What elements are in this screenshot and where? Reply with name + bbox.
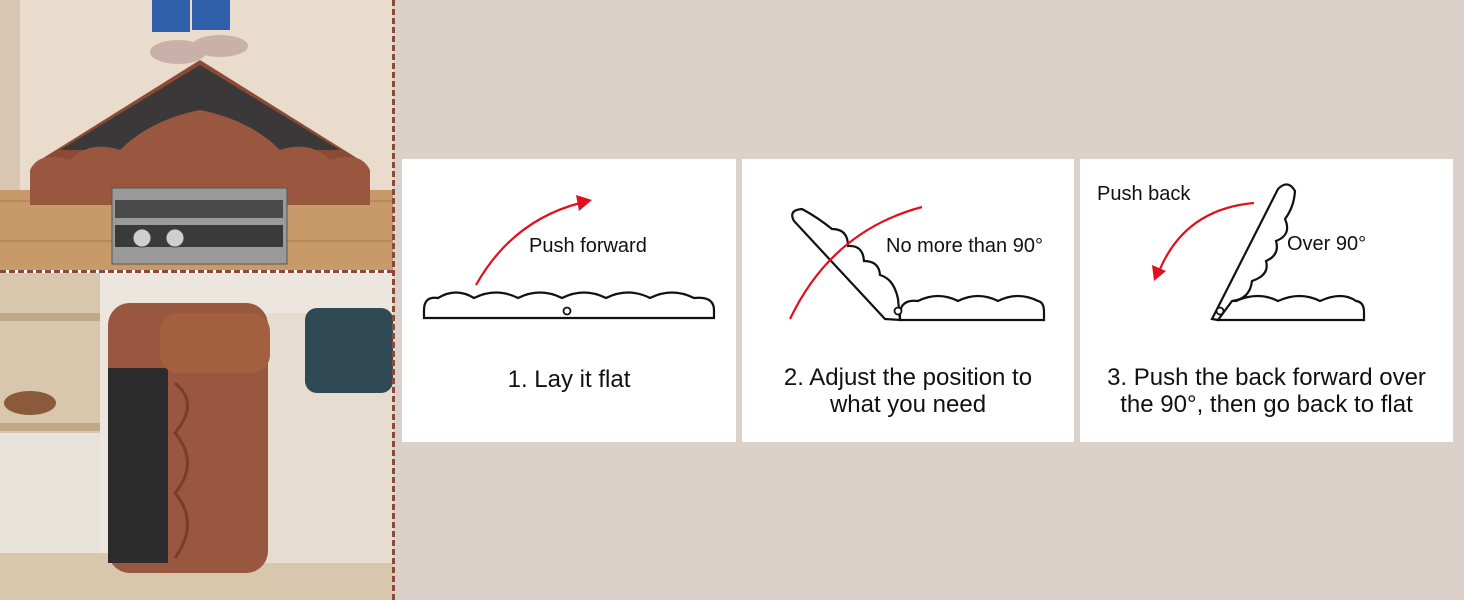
step-3-panel: Push back Over 90° 3. Push the back forw… — [1080, 159, 1453, 442]
cushion-outline-icon — [898, 294, 1046, 322]
hinge-icon — [893, 306, 903, 316]
step-1-panel: Push forward 1. Lay it flat — [402, 159, 736, 442]
step-1-caption: 1. Lay it flat — [507, 366, 631, 393]
step-1-diagram — [422, 195, 716, 320]
step-2-panel: No more than 90° 2. Adjust the position … — [742, 159, 1074, 442]
photo-folded-cushion — [0, 273, 393, 600]
hinge-icon — [1215, 306, 1225, 316]
over-90-label: Over 90° — [1287, 233, 1367, 255]
cushion-outline-icon — [422, 291, 716, 320]
product-photos — [0, 0, 393, 600]
step-3-diagram — [1152, 183, 1366, 322]
step-3-caption-line1: 3. Push the back forward over — [1107, 364, 1426, 391]
cushion-back-outline-icon — [791, 207, 902, 322]
step-2-diagram — [789, 205, 1046, 322]
step-2-caption-line1: 2. Adjust the position to — [783, 364, 1033, 391]
no-more-than-90-label: No more than 90° — [886, 235, 1043, 257]
photo-divider — [0, 270, 393, 273]
red-arrow-icon — [1158, 201, 1255, 270]
red-arc-icon — [789, 205, 923, 320]
vertical-divider — [392, 0, 395, 600]
step-3-caption-line2: the 90°, then go back to flat — [1120, 391, 1413, 418]
red-arrow-icon — [475, 201, 581, 286]
hinge-icon — [562, 306, 572, 316]
photo-standing-on-cushion — [0, 0, 393, 270]
push-back-label: Push back — [1097, 183, 1191, 205]
cushion-back-outline-icon — [1210, 183, 1297, 322]
push-forward-label: Push forward — [529, 235, 647, 257]
step-2-caption-line2: what you need — [829, 391, 987, 418]
